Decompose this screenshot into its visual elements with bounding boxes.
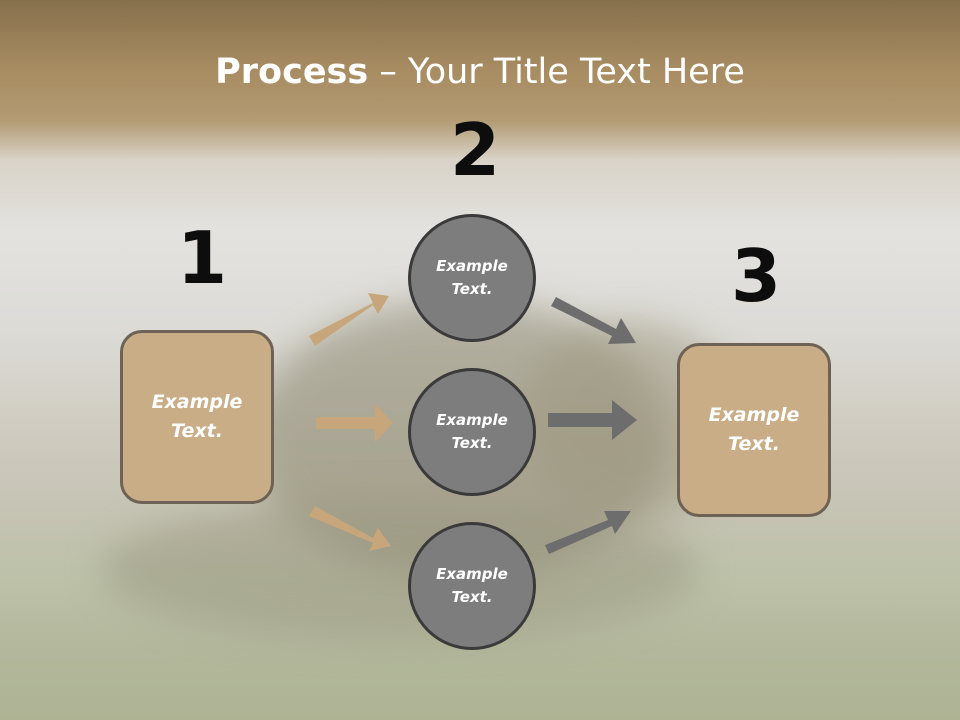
right-box-line1: Example: [708, 404, 800, 426]
title-rest: – Your Title Text Here: [368, 52, 745, 92]
arrow-left-to-top: [309, 293, 389, 346]
circle-bottom-line2: Text.: [451, 588, 493, 606]
left-box-line1: Example: [151, 391, 243, 413]
circle-middle-line2: Text.: [451, 434, 493, 452]
arrow-top-to-right: [551, 297, 636, 344]
arrow-left-to-bottom: [309, 506, 391, 551]
arrow-middle-to-right: [548, 400, 637, 440]
arrow-bottom-to-right: [545, 511, 631, 554]
circle-middle-line1: Example: [436, 411, 508, 429]
circle-top-line1: Example: [436, 257, 508, 275]
slide-title: Process – Your Title Text Here: [0, 52, 960, 92]
circle-bottom-line1: Example: [436, 565, 508, 583]
title-bold: Process: [215, 52, 369, 92]
left-box-line2: Text.: [171, 420, 223, 442]
right-box-line2: Text.: [728, 433, 780, 455]
arrow-left-to-middle: [316, 404, 393, 442]
circle-top-line2: Text.: [451, 280, 493, 298]
step-number-3: 3: [731, 234, 782, 318]
step-number-2: 2: [450, 108, 501, 192]
step-number-1: 1: [177, 216, 228, 300]
